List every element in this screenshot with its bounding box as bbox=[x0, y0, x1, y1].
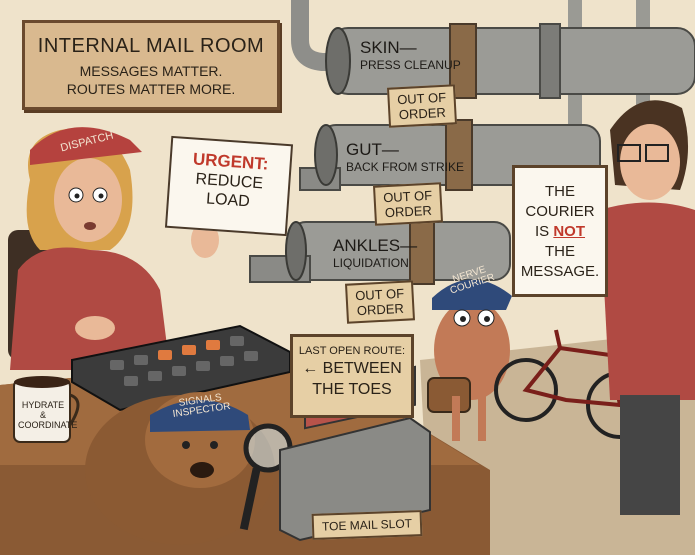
route-heading: LAST OPEN ROUTE: bbox=[298, 345, 406, 357]
pipe-label-skin: SKIN— PRESS CLEANUP bbox=[360, 38, 461, 72]
pipe-name: GUT— bbox=[346, 140, 399, 159]
pipe-sub: BACK FROM STRIKE bbox=[346, 160, 465, 174]
out-of-order-tag: OUT OF ORDER bbox=[372, 182, 444, 226]
dog-inspector bbox=[85, 392, 275, 545]
mug-line: & bbox=[39, 410, 46, 420]
courier-line: IS bbox=[534, 223, 550, 240]
toe-mail-slot-label: TOE MAIL SLOT bbox=[311, 510, 423, 540]
pipe-name: ANKLES— bbox=[333, 236, 418, 255]
mug-line: HYDRATE bbox=[21, 400, 65, 410]
pipe-label-ankles: ANKLES— LIQUIDATION bbox=[333, 236, 417, 270]
urgent-card: URGENT: REDUCE LOAD bbox=[164, 135, 294, 237]
right-woman bbox=[600, 100, 695, 515]
tag-line: ORDER bbox=[384, 202, 433, 221]
sign-line-routes: ROUTES MATTER MORE. bbox=[66, 81, 236, 97]
out-of-order-tag: OUT OF ORDER bbox=[344, 280, 416, 324]
mug bbox=[13, 376, 80, 443]
pipe-sub: PRESS CLEANUP bbox=[360, 58, 461, 72]
tag-line: ORDER bbox=[398, 104, 447, 123]
mug-label: HYDRATE & COORDINATE bbox=[18, 400, 77, 430]
sign-line-messages: MESSAGES MATTER. bbox=[79, 63, 223, 79]
elbow-pipe bbox=[291, 0, 340, 71]
pipe-label-gut: GUT— BACK FROM STRIKE bbox=[346, 140, 464, 174]
pipe-sub: LIQUIDATION bbox=[333, 256, 409, 270]
signals-cap bbox=[150, 400, 250, 432]
courier-line: THE bbox=[545, 183, 575, 200]
dispatch-cap bbox=[30, 127, 142, 165]
pipe-name: SKIN— bbox=[360, 38, 417, 57]
courier-line: MESSAGE. bbox=[520, 263, 600, 280]
courier-line: THE bbox=[545, 243, 575, 260]
tag-line: ORDER bbox=[356, 300, 405, 319]
mug-line: COORDINATE bbox=[18, 420, 78, 430]
sign-heading: INTERNAL MAIL ROOM bbox=[37, 35, 265, 57]
last-open-route-sign: LAST OPEN ROUTE: ← BETWEEN THE TOES bbox=[290, 334, 414, 418]
route-line: ← BETWEEN bbox=[302, 360, 402, 377]
nerve-courier bbox=[427, 279, 512, 441]
courier-not: NOT bbox=[553, 223, 586, 240]
courier-line: COURIER bbox=[525, 203, 595, 220]
courier-sign: THE COURIER IS NOT THE MESSAGE. bbox=[512, 165, 608, 297]
route-line: THE TOES bbox=[312, 381, 392, 398]
satchel bbox=[427, 377, 471, 413]
out-of-order-tag: OUT OF ORDER bbox=[386, 84, 458, 128]
dispatcher bbox=[10, 127, 219, 370]
internal-mail-room-sign: INTERNAL MAIL ROOM MESSAGES MATTER. ROUT… bbox=[22, 20, 280, 110]
